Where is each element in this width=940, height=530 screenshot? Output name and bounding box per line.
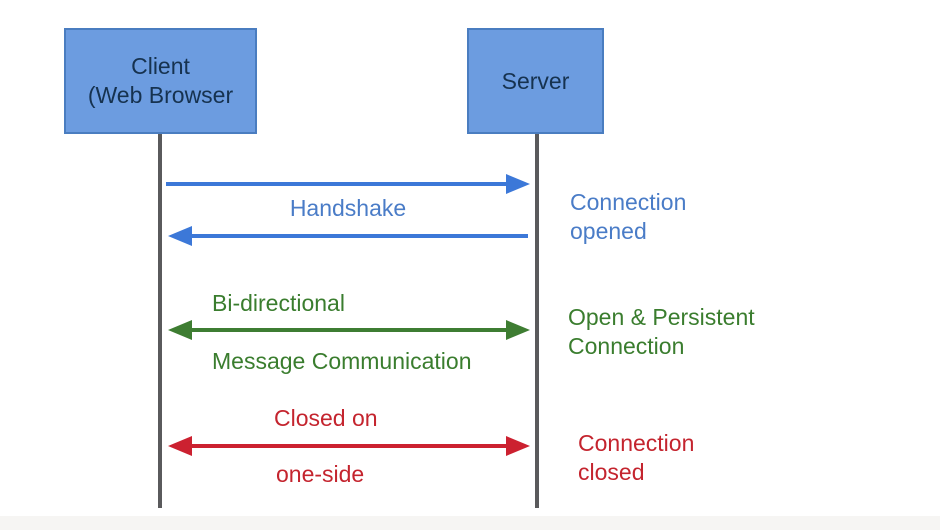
bidirectional-label-top: Bi-directional: [212, 289, 345, 318]
client-actor-subtitle: (Web Browser: [87, 82, 234, 108]
bidirectional-label-bottom: Message Communication: [212, 347, 472, 376]
closed-label-bottom-text: one-side: [276, 461, 365, 487]
arrowhead-right-icon: [506, 436, 530, 456]
connection-closed-line2: closed: [578, 459, 645, 485]
bidirectional-message-arrow: [168, 320, 530, 340]
closed-label-top: Closed on: [274, 404, 378, 433]
bidirectional-label-bottom-text: Message Communication: [212, 348, 472, 374]
server-lifeline: [535, 134, 539, 508]
arrowhead-right-icon: [506, 320, 530, 340]
connection-closed-line1: Connection: [578, 430, 695, 456]
server-actor-box: Server: [467, 28, 604, 134]
closed-label-bottom: one-side: [276, 460, 364, 489]
persistent-note-line1: Open & Persistent: [568, 304, 755, 330]
connection-opened-note: Connection opened: [570, 188, 686, 246]
bottom-strip: [0, 516, 940, 530]
arrow-shaft: [192, 444, 506, 448]
handshake-label: Handshake: [166, 194, 530, 223]
connection-opened-line2: opened: [570, 218, 647, 244]
handshake-request-arrow: [166, 174, 530, 194]
arrow-shaft: [192, 234, 528, 238]
arrowhead-left-icon: [168, 436, 192, 456]
arrow-shaft: [166, 182, 506, 186]
handshake-label-text: Handshake: [289, 195, 407, 221]
close-connection-arrow: [168, 436, 530, 456]
connection-closed-note: Connection closed: [578, 429, 694, 487]
client-actor-name: Client: [131, 53, 190, 79]
closed-label-top-text: Closed on: [274, 405, 378, 431]
arrowhead-right-icon: [506, 174, 530, 194]
handshake-response-arrow: [168, 226, 528, 246]
bidirectional-label-top-text: Bi-directional: [212, 290, 345, 316]
arrow-shaft: [192, 328, 506, 332]
client-lifeline: [158, 134, 162, 508]
client-actor-box: Client (Web Browser: [64, 28, 257, 134]
server-actor-name: Server: [501, 67, 570, 94]
arrowhead-left-icon: [168, 226, 192, 246]
persistent-note-line2: Connection: [568, 333, 685, 359]
connection-opened-line1: Connection: [570, 189, 687, 215]
arrowhead-left-icon: [168, 320, 192, 340]
persistent-connection-note: Open & Persistent Connection: [568, 303, 755, 361]
